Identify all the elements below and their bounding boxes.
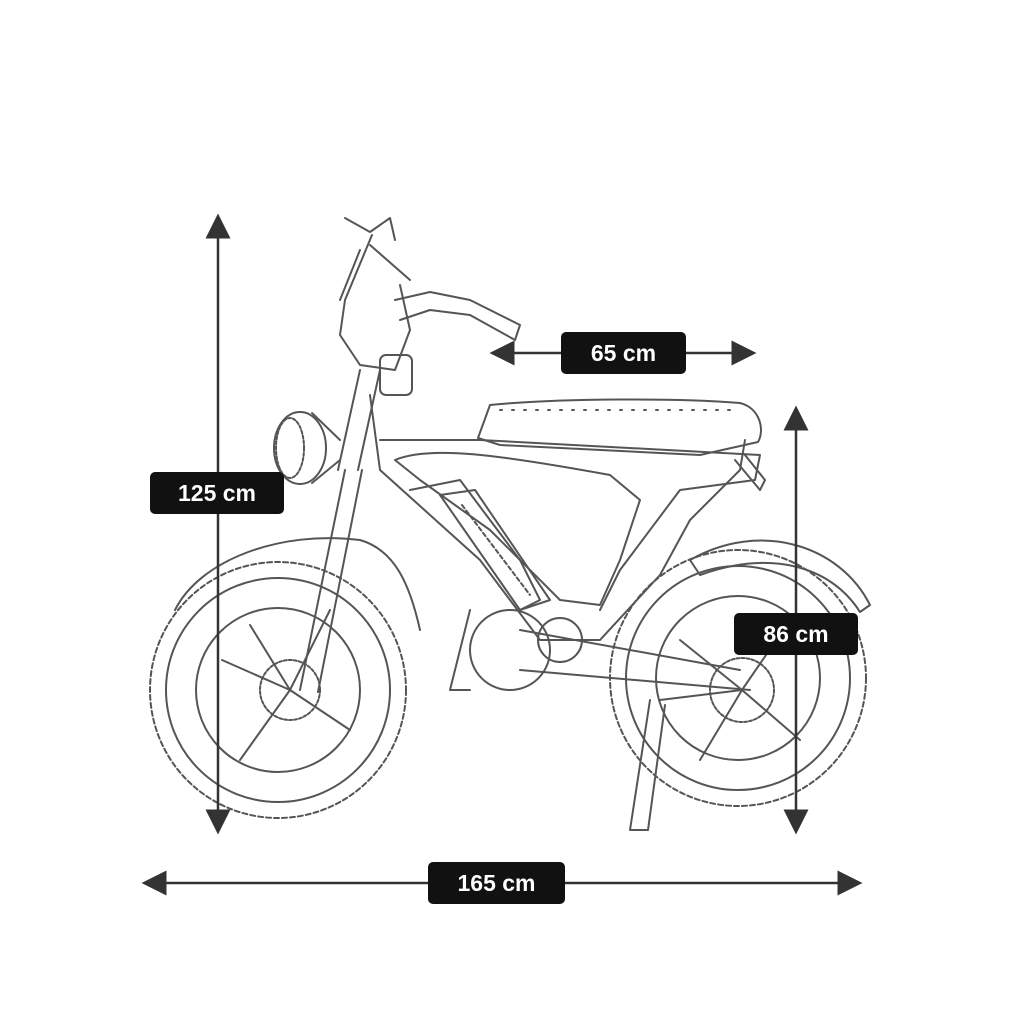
overall-height-label: 125 cm bbox=[150, 472, 284, 514]
kickstand bbox=[629, 699, 666, 831]
battery-pack bbox=[439, 489, 551, 611]
handlebar-width-label: 65 cm bbox=[561, 332, 686, 374]
front-fork bbox=[299, 369, 381, 693]
rear-fender bbox=[689, 539, 871, 613]
seat-height-label: 86 cm bbox=[734, 613, 858, 655]
frame bbox=[369, 394, 761, 641]
drivetrain bbox=[449, 609, 751, 691]
headlight bbox=[273, 411, 341, 485]
seat bbox=[477, 398, 762, 456]
handlebar bbox=[339, 217, 521, 396]
overall-length-label: 165 cm bbox=[428, 862, 565, 904]
front-wheel bbox=[149, 561, 407, 819]
rear-footpeg bbox=[734, 454, 766, 491]
